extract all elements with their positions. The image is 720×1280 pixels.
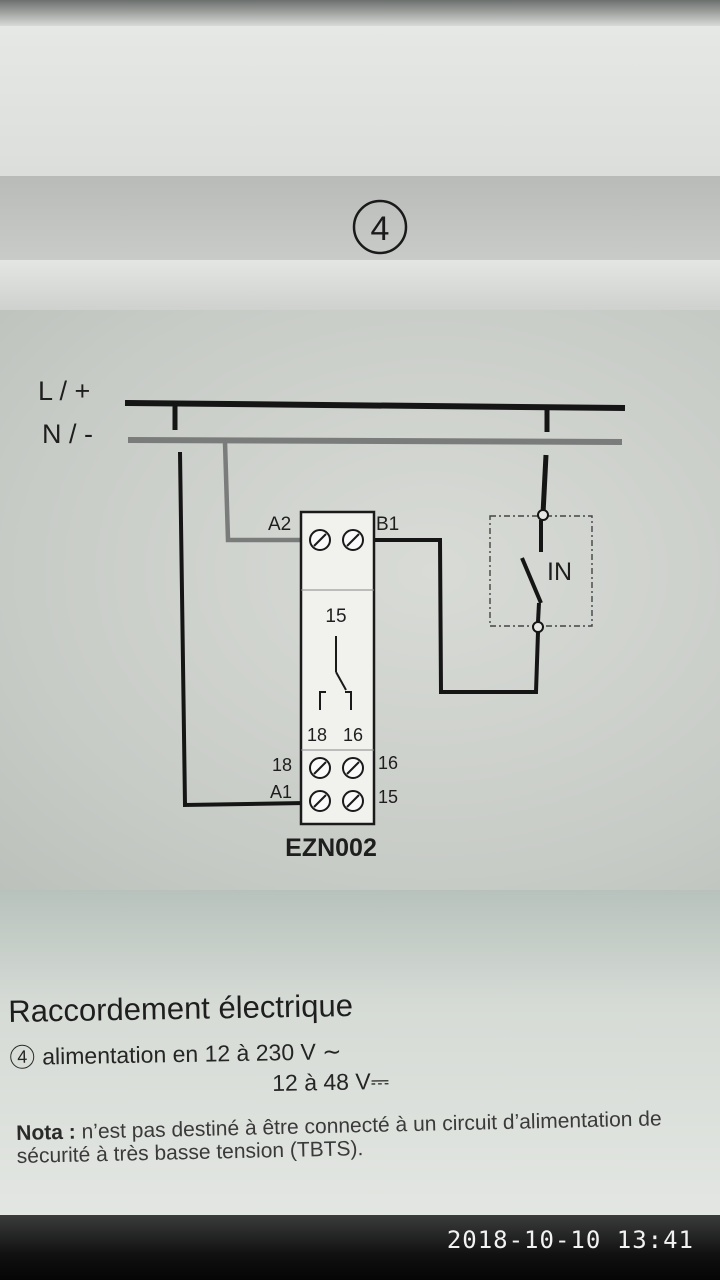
neutral-bus (127, 437, 623, 445)
supply-line-1-text: alimentation en 12 à 230 V ∼ (41, 1038, 342, 1070)
terminal-screw-16 (342, 757, 364, 779)
device-name: EZN002 (285, 834, 377, 862)
monitor-bezel (0, 0, 720, 26)
terminal-label-15: 15 (378, 787, 398, 807)
contact-label-15: 15 (325, 606, 346, 627)
screen-top-area (0, 26, 720, 176)
terminal-screw-a2 (309, 529, 331, 551)
contact-label-16: 16 (343, 725, 363, 745)
step-number: 4 (371, 210, 390, 248)
terminal-screw-a1 (309, 790, 331, 812)
switch-in: IN (489, 509, 593, 633)
relay-module-ezn002: 15 18 16 (299, 510, 376, 826)
terminal-label-a2: A2 (268, 514, 291, 535)
contact-label-18: 18 (307, 725, 327, 745)
line-bus (124, 400, 626, 411)
supply-line-2-text: 12 à 48 V (272, 1068, 371, 1096)
section-header-band (0, 176, 720, 260)
wire-n-to-a2 (222, 441, 305, 543)
step-number-badge: 4 (352, 199, 408, 255)
terminal-label-18: 18 (272, 755, 292, 775)
switch-blade (520, 557, 543, 604)
terminal-label-a1: A1 (270, 782, 292, 802)
separator-band (0, 260, 720, 310)
line-label: L / + (38, 376, 90, 406)
switch-label: IN (547, 558, 572, 586)
photo-timestamp: 2018-10-10 13:41 (446, 1226, 694, 1254)
wire-l-to-a1 (172, 405, 306, 808)
screen-bottom-edge (0, 1215, 720, 1280)
dc-symbol-icon: ⎓ (370, 1067, 390, 1095)
supply-number-badge: 4 (10, 1044, 35, 1069)
terminal-screw-b1 (342, 529, 364, 551)
terminal-label-b1: B1 (376, 514, 399, 535)
wire-l-to-switch (540, 408, 550, 515)
terminal-screw-15 (342, 790, 364, 812)
wire-switch-to-b1 (368, 538, 540, 694)
nota-label: Nota : (16, 1120, 77, 1145)
relay-contact-symbol: 15 18 16 (307, 606, 363, 745)
terminal-screw-18 (309, 757, 331, 779)
supply-line-2: 12 à 48 V⎓ (272, 1068, 389, 1097)
terminal-label-16: 16 (378, 753, 398, 773)
neutral-label: N / - (42, 419, 93, 449)
text-area (0, 890, 720, 1220)
section-heading: Raccordement électrique (8, 987, 354, 1029)
